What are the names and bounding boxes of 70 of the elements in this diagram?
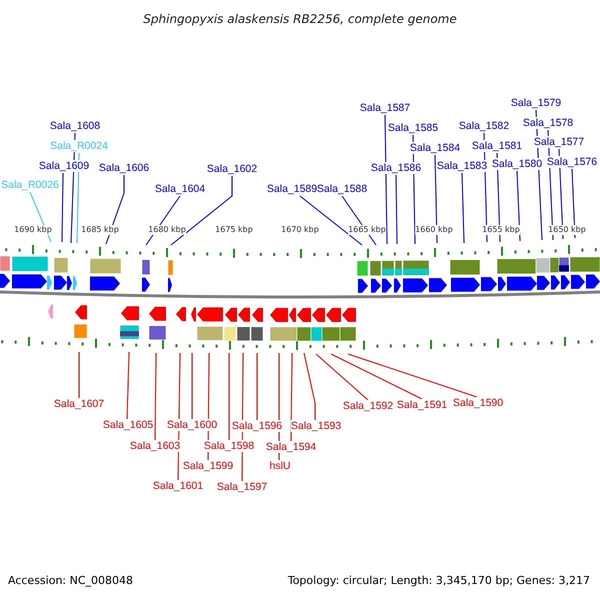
scale-label: 1650 kbp xyxy=(548,225,586,235)
gene-label: Sala_1598 xyxy=(204,440,254,452)
leader-line xyxy=(76,152,80,244)
leader-line xyxy=(62,172,64,242)
gene-label: Sala_1586 xyxy=(370,162,422,174)
gene-label: Sala_1576 xyxy=(546,156,598,168)
scale-label: 1675 kbp xyxy=(215,225,253,235)
footer-text: Accession: NC_008048 xyxy=(8,574,134,587)
gene-label: Sala_1591 xyxy=(396,399,448,411)
scale-label: 1655 kbp xyxy=(482,225,520,235)
leader-line xyxy=(434,154,438,244)
leader-line xyxy=(300,196,362,246)
scale-label: 1665 kbp xyxy=(348,225,386,235)
gene-label: Sala_R0026 xyxy=(1,179,59,191)
gene-label: Sala_1605 xyxy=(102,419,154,431)
gene-label: Sala_1584 xyxy=(410,142,460,154)
leader-line xyxy=(316,354,368,400)
gene-label: Sala_1590 xyxy=(452,397,504,409)
gene-label: Sala_1578 xyxy=(522,117,574,129)
gene-label: Sala_1583 xyxy=(436,160,488,172)
leader-line xyxy=(106,174,124,244)
gene-label: Sala_1599 xyxy=(182,460,234,472)
gene-label: Sala_1579 xyxy=(510,97,562,109)
gene-label: Sala_1588 xyxy=(316,183,368,195)
gene-label: Sala_1577 xyxy=(534,136,584,148)
gene-label: hslU xyxy=(270,460,290,472)
gene-label: Sala_1609 xyxy=(38,160,90,172)
leader-line xyxy=(396,174,398,244)
gene-label: Sala_1604 xyxy=(154,183,206,195)
gene-label: Sala_1602 xyxy=(206,163,258,175)
title: Sphingopyxis alaskensis RB2256, complete genome xyxy=(142,11,458,28)
leader-line xyxy=(154,352,156,440)
genome-track-drawing xyxy=(0,244,600,350)
gene-label: Sala_1607 xyxy=(54,398,104,410)
leader-line xyxy=(126,352,130,420)
leader-line xyxy=(572,168,576,238)
gene-label: Sala_R0024 xyxy=(50,140,108,152)
leader-line xyxy=(348,354,478,398)
gene-label: Sala_1582 xyxy=(458,120,510,132)
footer-text: Topology: circular; Length: 3,345,170 bp; Genes: 3,217 xyxy=(288,574,590,587)
gene-label: Sala_1597 xyxy=(216,481,268,493)
leader-line xyxy=(256,352,258,420)
scale-label: 1690 kbp xyxy=(14,225,52,235)
leader-line xyxy=(462,172,464,244)
gene-label: Sala_1606 xyxy=(98,162,150,174)
gene-label: Sala_1592 xyxy=(342,400,394,412)
gene-label: Sala_1587 xyxy=(360,102,410,114)
gene-label: Sala_1601 xyxy=(152,480,204,492)
scale-label: 1660 kbp xyxy=(415,225,453,235)
gene-label: Sala_1589 xyxy=(266,183,318,195)
gene-label: Sala_1585 xyxy=(388,122,438,134)
gene-label: Sala_1596 xyxy=(232,420,282,432)
leader-line xyxy=(384,114,388,244)
gene-label: Sala_1594 xyxy=(266,441,316,453)
leader-line xyxy=(330,354,422,400)
gene-label: Sala_1593 xyxy=(290,420,342,432)
leader-line xyxy=(78,352,80,398)
scale-label: 1685 kbp xyxy=(81,225,119,235)
leader-line xyxy=(228,352,230,440)
leader-line xyxy=(170,176,232,246)
leader-line xyxy=(304,352,316,420)
gene-label: Sala_1603 xyxy=(130,440,180,452)
leader-line xyxy=(290,352,292,442)
leader-line xyxy=(516,170,520,242)
gene-label: Sala_1600 xyxy=(166,419,218,431)
gene-label: Sala_1581 xyxy=(472,140,522,152)
scale-label: 1670 kbp xyxy=(281,225,319,235)
scale-label: 1680 kbp xyxy=(148,225,186,235)
gene-label: Sala_1580 xyxy=(492,158,542,170)
gene-label: Sala_1608 xyxy=(50,120,100,132)
